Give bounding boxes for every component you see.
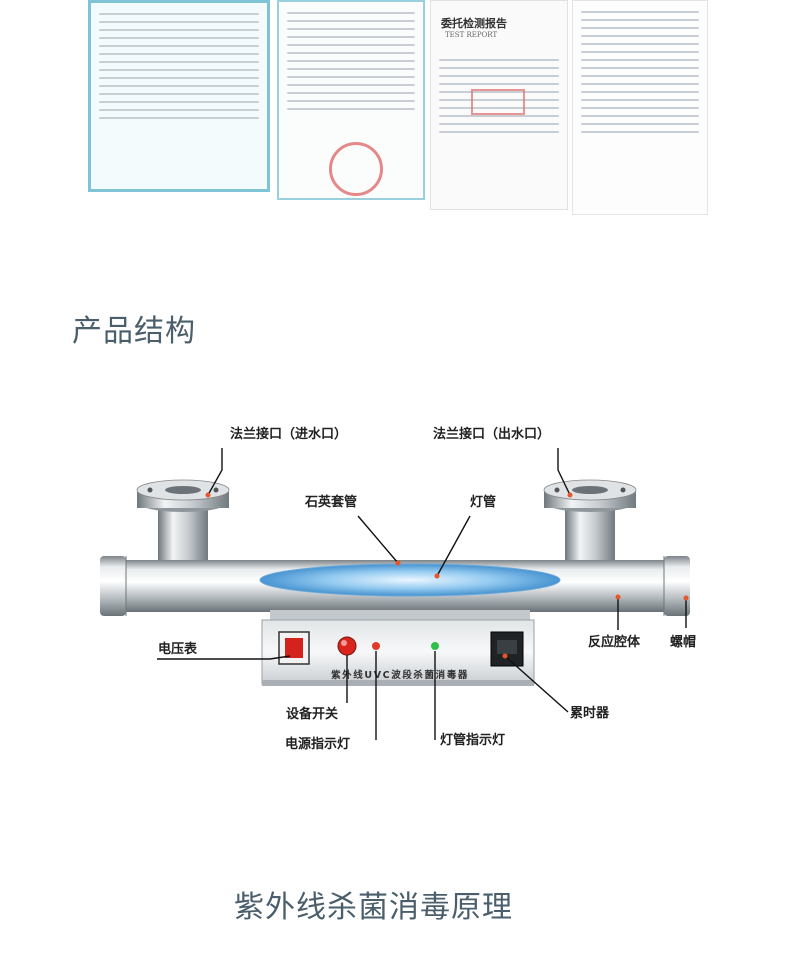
timer-icon <box>490 631 524 667</box>
certificate-document-1 <box>88 0 270 192</box>
callout-power-indicator: 电源指示灯 <box>285 737 351 752</box>
test-report-subtitle: TEST REPORT <box>445 31 498 39</box>
lamp-indicator-icon <box>431 642 439 650</box>
certificate-document-4 <box>572 0 708 215</box>
callout-power-switch: 设备开关 <box>286 707 339 722</box>
test-report-title: 委托检测报告 <box>441 17 507 30</box>
callout-quartz-sleeve: 石英套管 <box>305 495 358 510</box>
callout-outlet-flange: 法兰接口（出水口） <box>433 427 551 442</box>
callout-leader-lines <box>157 448 687 740</box>
callout-voltmeter: 电压表 <box>158 642 198 657</box>
certificate-strip: 委托检测报告 TEST REPORT <box>0 0 790 225</box>
red-stamp-icon <box>471 89 525 115</box>
outlet-flange-pipe <box>543 479 637 570</box>
callout-nut-cap: 螺帽 <box>670 635 697 650</box>
power-indicator-icon <box>372 642 380 650</box>
inlet-flange-pipe <box>136 479 230 570</box>
device-panel-label: 紫外线UVC波段杀菌消毒器 <box>331 669 469 681</box>
section-title-uv-principle: 紫外线杀菌消毒原理 <box>234 890 513 925</box>
power-switch-icon[interactable] <box>337 636 357 656</box>
callout-lamp-indicator: 灯管指示灯 <box>440 733 506 748</box>
callout-timer: 累时器 <box>570 706 610 721</box>
callout-lamp: 灯管 <box>470 495 497 510</box>
quartz-sleeve-and-lamp <box>259 563 561 597</box>
red-stamp-icon <box>329 142 383 196</box>
callout-inlet-flange: 法兰接口（进水口） <box>230 427 348 442</box>
control-box: 紫外线UVC波段杀菌消毒器 <box>261 619 535 686</box>
callout-point-markers <box>205 492 689 659</box>
section-title-product-structure: 产品结构 <box>72 314 196 349</box>
callout-reaction-chamber: 反应腔体 <box>588 635 641 650</box>
certificate-document-2 <box>277 0 425 200</box>
certificate-document-3: 委托检测报告 TEST REPORT <box>430 0 568 210</box>
